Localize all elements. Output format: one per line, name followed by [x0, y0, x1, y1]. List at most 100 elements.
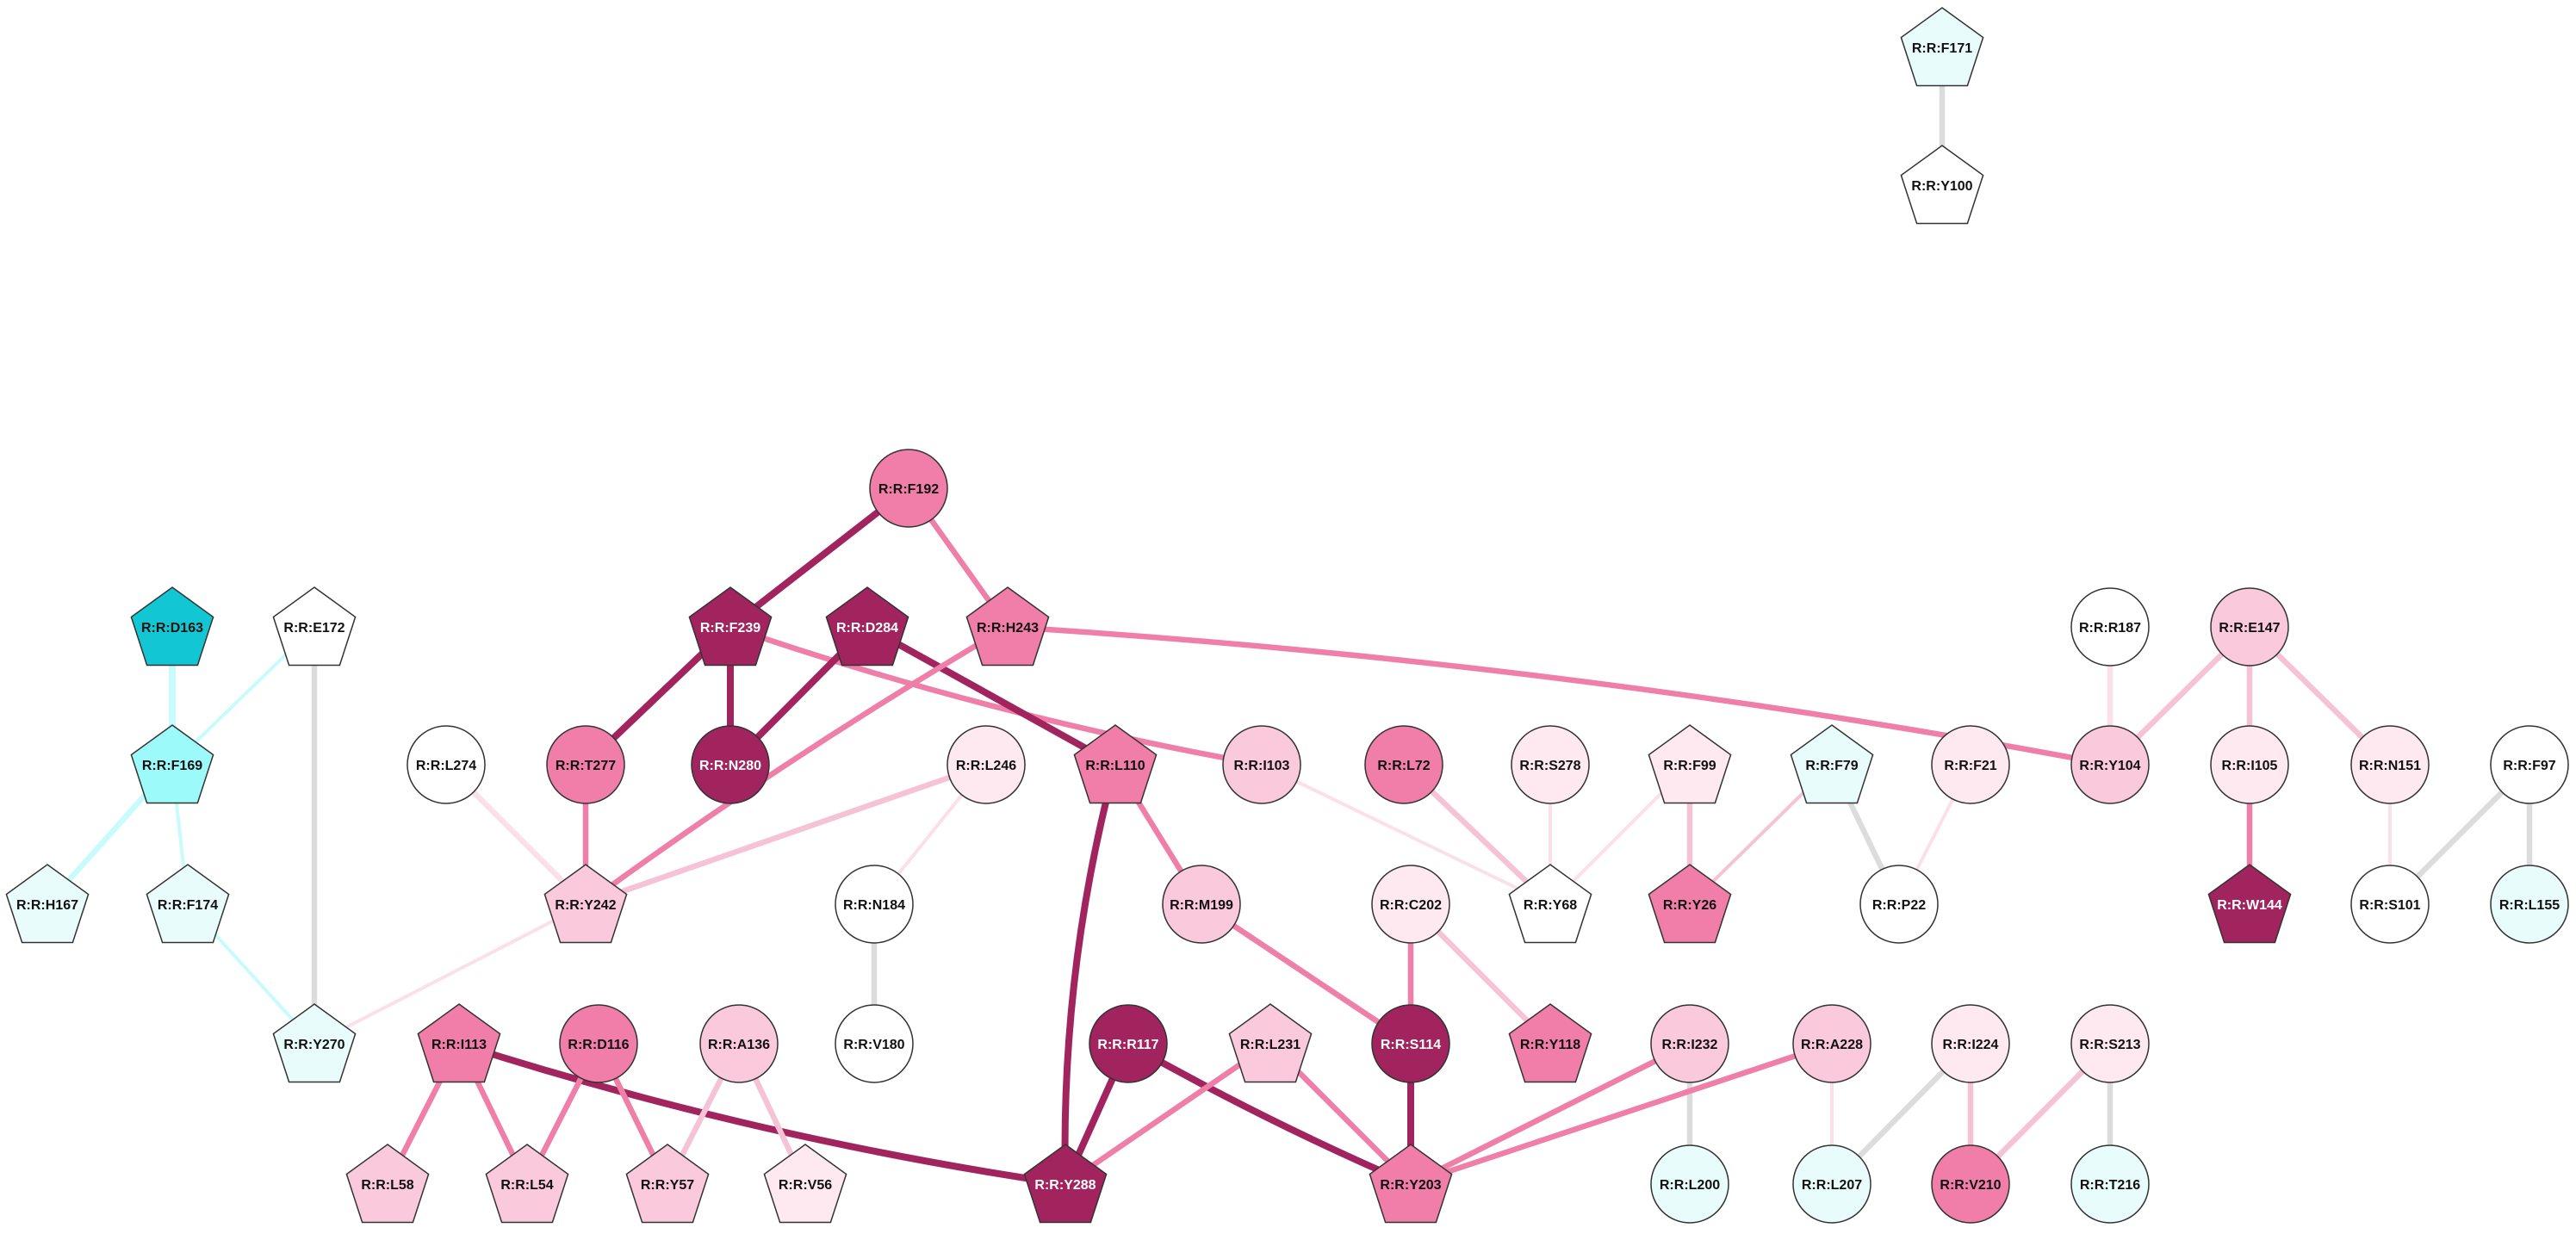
node-i103[interactable]: R:R:I103: [1222, 725, 1301, 804]
node-label: R:R:M199: [1170, 898, 1233, 913]
node-y118[interactable]: R:R:Y118: [1508, 1003, 1592, 1083]
node-l246[interactable]: R:R:L246: [947, 725, 1026, 804]
node-f174[interactable]: R:R:F174: [146, 864, 230, 944]
node-l72[interactable]: R:R:L72: [1364, 725, 1443, 804]
node-y57[interactable]: R:R:Y57: [625, 1144, 710, 1224]
node-f192[interactable]: R:R:F192: [869, 449, 948, 528]
node-circle-shape: [1792, 1004, 1871, 1083]
node-f97[interactable]: R:R:F97: [2490, 725, 2569, 804]
node-n184[interactable]: R:R:N184: [835, 865, 914, 944]
node-y26[interactable]: R:R:Y26: [1648, 864, 1732, 944]
node-h243[interactable]: R:R:H243: [965, 586, 1050, 667]
node-d163[interactable]: R:R:D163: [130, 586, 214, 667]
node-f79[interactable]: R:R:F79: [1790, 724, 1874, 804]
node-circle-shape: [1650, 1004, 1729, 1083]
node-l110[interactable]: R:R:L110: [1073, 724, 1158, 804]
node-label: R:R:V56: [779, 1178, 832, 1193]
node-pentagon-shape: [1508, 1003, 1592, 1083]
node-p22[interactable]: R:R:P22: [1859, 865, 1939, 944]
node-l155[interactable]: R:R:L155: [2490, 865, 2569, 944]
node-label: R:R:Y270: [283, 1038, 345, 1052]
node-r187[interactable]: R:R:R187: [2070, 587, 2150, 667]
node-n151[interactable]: R:R:N151: [2350, 725, 2430, 804]
node-s114[interactable]: R:R:S114: [1371, 1004, 1450, 1083]
node-label: R:R:F174: [158, 898, 218, 913]
node-pentagon-shape: [146, 864, 230, 944]
edge-i232-y203: [1407, 1040, 1693, 1187]
node-s278[interactable]: R:R:S278: [1511, 725, 1590, 804]
node-w144[interactable]: R:R:W144: [2207, 864, 2292, 944]
node-label: R:R:F239: [700, 621, 760, 636]
node-i224[interactable]: R:R:I224: [1931, 1004, 2010, 1083]
node-y288[interactable]: R:R:Y288: [1023, 1144, 1108, 1224]
node-r117[interactable]: R:R:R117: [1089, 1004, 1168, 1083]
node-e147[interactable]: R:R:E147: [2210, 587, 2289, 667]
node-l200[interactable]: R:R:L200: [1650, 1144, 1729, 1224]
node-circle-shape: [1364, 725, 1443, 804]
node-y68[interactable]: R:R:Y68: [1508, 864, 1592, 944]
node-pentagon-shape: [5, 864, 90, 944]
node-v56[interactable]: R:R:V56: [763, 1144, 847, 1224]
node-l231[interactable]: R:R:L231: [1228, 1003, 1313, 1083]
node-t277[interactable]: R:R:T277: [546, 725, 625, 804]
node-f99[interactable]: R:R:F99: [1648, 724, 1732, 804]
edge-l110-y288: [1061, 761, 1119, 1187]
node-y104[interactable]: R:R:Y104: [2070, 725, 2150, 804]
node-pentagon-shape: [130, 586, 214, 667]
node-pentagon-shape: [825, 586, 909, 667]
node-f239[interactable]: R:R:F239: [688, 586, 773, 667]
node-y242[interactable]: R:R:Y242: [543, 864, 628, 944]
node-y100[interactable]: R:R:Y100: [1900, 145, 1984, 225]
node-label: R:R:W144: [2217, 898, 2282, 913]
node-label: R:R:N184: [843, 898, 905, 913]
node-label: R:R:T277: [556, 759, 616, 773]
node-label: R:R:Y100: [1911, 179, 1972, 194]
edges-layer: [44, 44, 2533, 1187]
node-l274[interactable]: R:R:L274: [407, 725, 486, 804]
node-s213[interactable]: R:R:S213: [2070, 1004, 2150, 1083]
node-y203[interactable]: R:R:Y203: [1369, 1144, 1453, 1224]
node-m199[interactable]: R:R:M199: [1162, 865, 1241, 944]
node-label: R:R:D284: [836, 621, 898, 636]
node-n280[interactable]: R:R:N280: [691, 725, 770, 804]
node-circle-shape: [691, 725, 770, 804]
node-label: R:R:L274: [416, 759, 476, 773]
node-label: R:R:I232: [1662, 1038, 1718, 1052]
node-label: R:R:F171: [1912, 41, 1972, 56]
node-label: R:R:I224: [1943, 1038, 1999, 1052]
node-c202[interactable]: R:R:C202: [1371, 865, 1450, 944]
node-s101[interactable]: R:R:S101: [2350, 865, 2430, 944]
node-pentagon-shape: [543, 864, 628, 944]
node-v210[interactable]: R:R:V210: [1931, 1144, 2010, 1224]
node-label: R:R:A136: [708, 1038, 770, 1052]
node-circle-shape: [1792, 1144, 1871, 1224]
node-y270[interactable]: R:R:Y270: [272, 1003, 357, 1083]
node-l58[interactable]: R:R:L58: [345, 1144, 430, 1224]
node-label: R:R:E147: [2219, 621, 2280, 636]
node-t216[interactable]: R:R:T216: [2070, 1144, 2150, 1224]
node-label: R:R:Y68: [1524, 898, 1577, 913]
node-circle-shape: [835, 865, 914, 944]
node-v180[interactable]: R:R:V180: [835, 1004, 914, 1083]
node-label: R:R:Y26: [1663, 898, 1716, 913]
node-a228[interactable]: R:R:A228: [1792, 1004, 1871, 1083]
node-l54[interactable]: R:R:L54: [485, 1144, 569, 1224]
node-d116[interactable]: R:R:D116: [559, 1004, 638, 1083]
node-l207[interactable]: R:R:L207: [1792, 1144, 1871, 1224]
node-h167[interactable]: R:R:H167: [5, 864, 90, 944]
node-circle-shape: [2070, 725, 2150, 804]
node-i105[interactable]: R:R:I105: [2210, 725, 2289, 804]
node-circle-shape: [559, 1004, 638, 1083]
node-e172[interactable]: R:R:E172: [272, 586, 357, 667]
node-label: R:R:N151: [2359, 759, 2421, 773]
node-d284[interactable]: R:R:D284: [825, 586, 909, 667]
node-f171[interactable]: R:R:F171: [1900, 7, 1984, 87]
node-f21[interactable]: R:R:F21: [1931, 725, 2010, 804]
node-circle-shape: [2490, 725, 2569, 804]
node-label: R:R:L207: [1802, 1178, 1862, 1193]
node-label: R:R:S114: [1381, 1038, 1441, 1052]
node-a136[interactable]: R:R:A136: [699, 1004, 779, 1083]
node-f169[interactable]: R:R:F169: [130, 724, 214, 804]
node-i232[interactable]: R:R:I232: [1650, 1004, 1729, 1083]
node-i113[interactable]: R:R:I113: [417, 1003, 501, 1083]
